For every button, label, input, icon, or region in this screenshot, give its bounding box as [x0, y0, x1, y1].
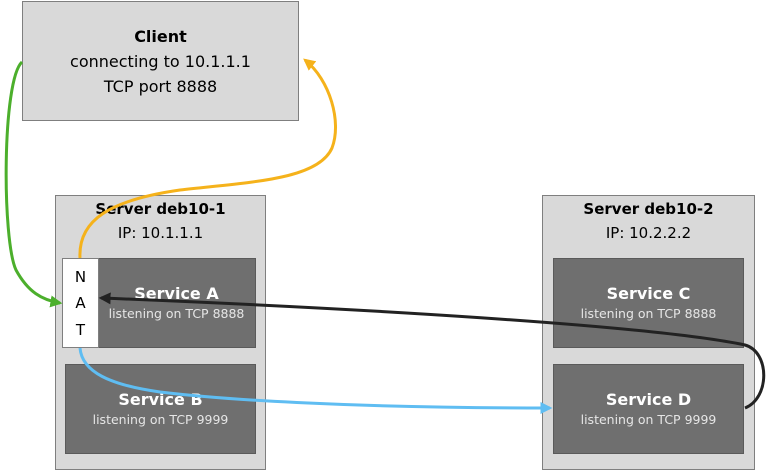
- server1-title: Server deb10-1: [95, 200, 226, 218]
- service-b-box: Service B listening on TCP 9999: [65, 364, 256, 454]
- service-d-desc: listening on TCP 9999: [580, 412, 717, 427]
- service-a-box: Service A listening on TCP 8888: [97, 258, 256, 348]
- server2-title: Server deb10-2: [583, 200, 714, 218]
- nat-box: N A T: [62, 258, 99, 348]
- nat-letter-a: A: [75, 294, 86, 312]
- client-box: Client connecting to 10.1.1.1 TCP port 8…: [22, 1, 299, 121]
- service-c-name: Service C: [606, 284, 691, 303]
- service-d-box: Service D listening on TCP 9999: [553, 364, 744, 454]
- service-c-desc: listening on TCP 8888: [580, 306, 717, 321]
- server1-ip: IP: 10.1.1.1: [117, 224, 204, 242]
- service-d-name: Service D: [605, 390, 692, 409]
- client-line-1: connecting to 10.1.1.1: [70, 51, 251, 71]
- client-title: Client: [134, 26, 187, 46]
- service-a-name: Service A: [134, 284, 219, 303]
- nat-letter-t: T: [75, 320, 86, 339]
- client-line-2: TCP port 8888: [103, 76, 218, 96]
- server2-ip: IP: 10.2.2.2: [605, 224, 692, 242]
- service-b-name: Service B: [118, 390, 203, 409]
- service-a-desc: listening on TCP 8888: [108, 306, 245, 321]
- service-b-desc: listening on TCP 9999: [92, 412, 229, 427]
- nat-letter-n: N: [74, 267, 87, 286]
- service-c-box: Service C listening on TCP 8888: [553, 258, 744, 348]
